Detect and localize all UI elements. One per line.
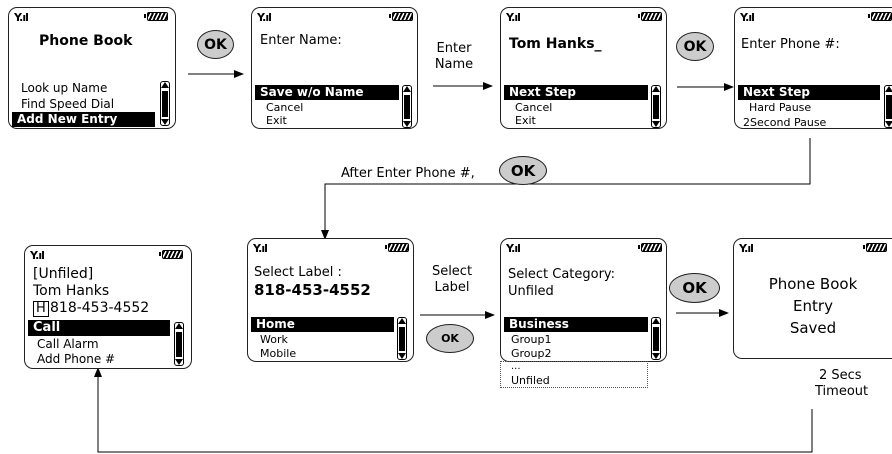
scroll-down-icon xyxy=(651,353,660,359)
scroll-up-icon xyxy=(402,86,411,92)
scroll-up-icon xyxy=(651,86,660,92)
label-badge: H xyxy=(33,301,49,317)
menu-item-selected[interactable]: Call xyxy=(28,320,170,336)
contact-detail-screen: Y.ıl [Unfiled] Tom Hanks H 818-453-4552 … xyxy=(24,245,192,369)
select-label-screen: Y.ıl Select Label : 818-453-4552 Home Wo… xyxy=(247,238,414,362)
scrollbar[interactable] xyxy=(884,85,892,128)
after-phone-annotation: After Enter Phone #, xyxy=(341,166,475,181)
prompt-text: Enter Name: xyxy=(260,33,342,48)
screen-title: Phone Book xyxy=(39,33,133,49)
menu-item[interactable]: Add Phone # xyxy=(37,352,116,366)
battery-icon xyxy=(389,12,413,21)
scrollbar[interactable] xyxy=(402,85,412,128)
signal-icon: Y.ıl xyxy=(506,11,521,24)
menu-item[interactable]: Mobile xyxy=(260,347,297,360)
scrollbar[interactable] xyxy=(651,317,661,360)
menu-item[interactable]: Look up Name xyxy=(21,81,108,95)
battery-icon xyxy=(385,243,409,252)
saved-screen: Y.ıl Phone Book Entry Saved xyxy=(733,238,892,359)
category-text: [Unfiled] xyxy=(33,266,94,282)
menu-item-selected[interactable]: Add New Entry xyxy=(12,112,155,127)
contact-name: Tom Hanks xyxy=(33,283,110,299)
scrollbar[interactable] xyxy=(174,322,184,366)
ok-button[interactable]: OK xyxy=(676,32,714,61)
scroll-up-icon xyxy=(651,318,660,324)
prompt-text: Enter Phone #: xyxy=(741,37,840,52)
saved-message: Phone Book Entry Saved xyxy=(768,275,858,337)
menu-item-selected[interactable]: Save w/o Name xyxy=(255,85,399,100)
scrollbar[interactable] xyxy=(397,317,407,360)
signal-icon: Y.ıl xyxy=(257,11,272,24)
ok-button[interactable]: OK xyxy=(197,30,234,59)
scroll-down-icon xyxy=(174,359,183,365)
signal-icon: Y.ıl xyxy=(506,242,521,255)
menu-item-selected[interactable]: Next Step xyxy=(738,85,880,100)
ok-button[interactable]: OK xyxy=(669,273,720,303)
menu-item[interactable]: Exit xyxy=(515,114,536,127)
menu-item[interactable]: Cancel xyxy=(266,101,304,114)
prompt-text: Select Category: xyxy=(508,267,616,282)
phone-number: 818-453-4552 xyxy=(254,281,371,299)
enter-phone-screen: Y.ıl Enter Phone #: Next Step Hard Pause… xyxy=(734,7,892,129)
name-text: Tom Hanks_ xyxy=(509,36,602,52)
enter-name-screen: Y.ıl Enter Name: Save w/o Name Cancel Ex… xyxy=(251,7,418,129)
signal-icon: Y.ıl xyxy=(30,249,45,262)
signal-icon: Y.ıl xyxy=(253,242,268,255)
scroll-down-icon xyxy=(397,353,406,359)
select-category-screen: Y.ıl Select Category: Unfiled Business G… xyxy=(500,238,667,362)
scroll-down-icon xyxy=(651,121,660,127)
menu-item[interactable]: Hard Pause xyxy=(749,101,812,114)
scrollbar[interactable] xyxy=(651,85,661,128)
menu-item[interactable]: Exit xyxy=(266,114,287,127)
battery-icon xyxy=(638,12,662,21)
arrow-7 xyxy=(94,367,813,453)
prompt-text: Select Label : xyxy=(254,265,342,280)
battery-icon xyxy=(638,243,662,252)
scroll-down-icon xyxy=(402,121,411,127)
menu-item-selected[interactable]: Next Step xyxy=(504,85,648,100)
battery-icon xyxy=(144,12,168,21)
menu-item[interactable]: Find Speed Dial xyxy=(21,97,115,111)
signal-icon: Y.ıl xyxy=(14,11,29,24)
menu-item[interactable]: Call Alarm xyxy=(37,337,99,351)
current-category: Unfiled xyxy=(508,284,554,299)
menu-item[interactable]: Group2 xyxy=(511,347,552,360)
select-label-annotation: Select Label xyxy=(431,264,473,295)
menu-item[interactable]: Work xyxy=(260,333,288,346)
scroll-down-icon xyxy=(884,121,892,127)
battery-icon xyxy=(868,12,892,21)
scroll-up-icon xyxy=(174,323,183,329)
phone-book-screen: Y.ıl Phone Book Look up Name Find Speed … xyxy=(8,7,176,129)
signal-icon: Y.ıl xyxy=(739,242,754,255)
menu-item-selected[interactable]: Business xyxy=(504,317,648,332)
ok-button[interactable]: OK xyxy=(499,156,547,185)
list-item[interactable]: Unfiled xyxy=(511,374,550,387)
enter-name-annotation: Enter Name xyxy=(434,41,474,72)
scroll-up-icon xyxy=(884,86,892,92)
ok-button[interactable]: OK xyxy=(426,324,474,353)
scroll-down-icon xyxy=(160,119,169,125)
menu-item[interactable]: Cancel xyxy=(515,101,553,114)
battery-icon xyxy=(159,250,183,259)
name-entry-screen: Y.ıl Tom Hanks_ Next Step Cancel Exit xyxy=(500,7,667,129)
menu-item[interactable]: 2Second Pause xyxy=(743,116,827,129)
scroll-up-icon xyxy=(397,318,406,324)
scrollbar[interactable] xyxy=(160,81,170,126)
list-item[interactable]: ... xyxy=(511,361,521,372)
menu-item-selected[interactable]: Home xyxy=(251,317,394,332)
battery-icon xyxy=(863,243,887,252)
timeout-annotation: 2 Secs Timeout xyxy=(815,368,869,399)
scroll-up-icon xyxy=(160,82,169,88)
arrow-4 xyxy=(321,138,811,240)
contact-number: 818-453-4552 xyxy=(50,300,150,316)
signal-icon: Y.ıl xyxy=(740,11,755,24)
category-overflow-list: ... Unfiled xyxy=(500,361,648,388)
menu-item[interactable]: Group1 xyxy=(511,333,552,346)
